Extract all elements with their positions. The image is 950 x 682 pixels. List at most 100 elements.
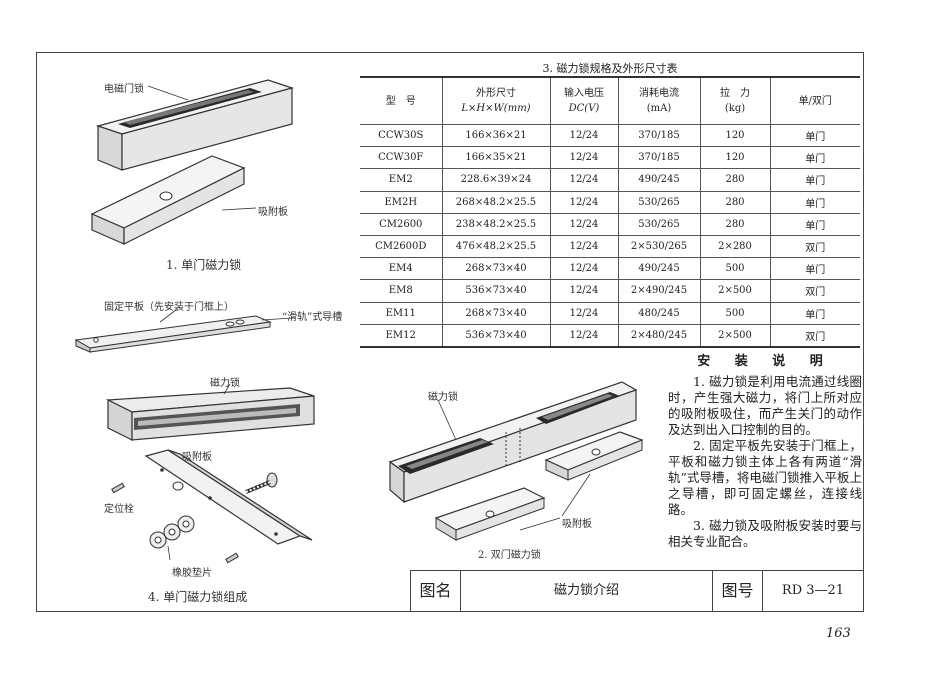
cell-door: 单门 bbox=[769, 301, 860, 325]
cell-current: 490/245 bbox=[617, 168, 701, 192]
figure2-caption: 2. 双门磁力锁 bbox=[478, 550, 541, 561]
header-force: 拉 力(kg) bbox=[699, 77, 771, 125]
cell-size: 268×73×40 bbox=[441, 301, 551, 325]
figure4-caption: 4. 单门磁力锁组成 bbox=[148, 590, 248, 604]
label-locating-pin: 定位栓 bbox=[104, 504, 134, 515]
cell-size: 268×48.2×25.5 bbox=[441, 190, 551, 214]
cell-voltage: 12/24 bbox=[549, 279, 619, 303]
note-3: 3. 磁力锁及吸附板安装时要与相关专业配合。 bbox=[668, 518, 862, 549]
cell-voltage: 12/24 bbox=[549, 168, 619, 192]
cell-force: 120 bbox=[699, 146, 771, 170]
cell-current: 530/265 bbox=[617, 212, 701, 236]
cell-current: 2×530/265 bbox=[617, 234, 701, 259]
cell-door: 单门 bbox=[769, 123, 860, 148]
header-model: 型 号 bbox=[360, 77, 443, 125]
cell-door: 单门 bbox=[769, 190, 860, 214]
cell-voltage: 12/24 bbox=[549, 123, 619, 148]
cell-model: EM4 bbox=[360, 257, 443, 281]
cell-current: 370/185 bbox=[617, 146, 701, 170]
cell-door: 单门 bbox=[769, 257, 860, 281]
cell-voltage: 12/24 bbox=[549, 234, 619, 259]
label-slide-rail: “滑轨”式导槽 bbox=[282, 312, 343, 323]
cell-force: 2×280 bbox=[699, 234, 771, 259]
spec-table-title: 3. 磁力锁规格及外形尺寸表 bbox=[542, 62, 678, 75]
cell-model: EM2H bbox=[360, 190, 443, 214]
figure1-caption: 1. 单门磁力锁 bbox=[166, 258, 242, 272]
cell-door: 单门 bbox=[769, 212, 860, 236]
label-double-magnetic-lock: 磁力锁 bbox=[428, 392, 458, 403]
cell-force: 2×500 bbox=[699, 323, 771, 348]
title-number-label: 图号 bbox=[713, 571, 763, 611]
header-current: 消耗电流(mA) bbox=[617, 77, 701, 125]
cell-model: CM2600 bbox=[360, 212, 443, 236]
cell-door: 双门 bbox=[769, 323, 860, 348]
cell-voltage: 12/24 bbox=[549, 257, 619, 281]
cell-model: CCW30S bbox=[360, 123, 443, 148]
cell-force: 280 bbox=[699, 190, 771, 214]
note-2: 2. 固定平板先安装于门框上，平板和磁力锁主体上各有两道“滑轨”式导槽，将电磁门… bbox=[668, 438, 862, 517]
cell-force: 280 bbox=[699, 168, 771, 192]
header-door: 单/双门 bbox=[769, 77, 860, 125]
label-fixed-plate: 固定平板（先安装于门框上） bbox=[104, 302, 234, 313]
title-name-value: 磁力锁介绍 bbox=[461, 571, 713, 611]
page-number: 163 bbox=[826, 626, 851, 641]
title-number-value: RD 3—21 bbox=[781, 583, 845, 598]
cell-current: 370/185 bbox=[617, 123, 701, 148]
cell-voltage: 12/24 bbox=[549, 190, 619, 214]
cell-size: 476×48.2×25.5 bbox=[441, 234, 551, 259]
cell-force: 120 bbox=[699, 123, 771, 148]
cell-current: 490/245 bbox=[617, 257, 701, 281]
cell-model: EM12 bbox=[360, 323, 443, 348]
cell-voltage: 12/24 bbox=[549, 146, 619, 170]
cell-size: 536×73×40 bbox=[441, 323, 551, 348]
cell-force: 500 bbox=[699, 257, 771, 281]
cell-model: EM2 bbox=[360, 168, 443, 192]
cell-force: 500 bbox=[699, 301, 771, 325]
cell-size: 536×73×40 bbox=[441, 279, 551, 303]
cell-door: 单门 bbox=[769, 168, 860, 192]
cell-size: 228.6×39×24 bbox=[441, 168, 551, 192]
drawing-frame bbox=[36, 52, 864, 612]
cell-door: 双门 bbox=[769, 234, 860, 259]
label-armature-plate: 吸附板 bbox=[258, 207, 288, 218]
cell-model: CM2600D bbox=[360, 234, 443, 259]
cell-current: 2×480/245 bbox=[617, 323, 701, 348]
cell-voltage: 12/24 bbox=[549, 212, 619, 236]
label-electromagnetic-lock: 电磁门锁 bbox=[104, 84, 144, 95]
cell-door: 双门 bbox=[769, 279, 860, 303]
cell-size: 166×35×21 bbox=[441, 146, 551, 170]
cell-size: 166×36×21 bbox=[441, 123, 551, 148]
install-notes-title: 安 装 说 明 bbox=[697, 354, 833, 369]
label-armature-plate-2: 吸附板 bbox=[182, 452, 212, 463]
title-block: 图名 磁力锁介绍 图号 RD 3—21 bbox=[410, 570, 864, 612]
label-rubber-washer: 橡胶垫片 bbox=[172, 568, 212, 579]
cell-model: EM8 bbox=[360, 279, 443, 303]
note-1: 1. 磁力锁是利用电流通过线圈时，产生强大磁力，将门上所对应的吸附板吸住，而产生… bbox=[668, 374, 862, 437]
cell-voltage: 12/24 bbox=[549, 323, 619, 348]
label-double-armature-plate: 吸附板 bbox=[562, 519, 592, 530]
cell-current: 2×490/245 bbox=[617, 279, 701, 303]
cell-size: 268×73×40 bbox=[441, 257, 551, 281]
cell-force: 280 bbox=[699, 212, 771, 236]
title-name-label: 图名 bbox=[411, 571, 461, 611]
cell-model: EM11 bbox=[360, 301, 443, 325]
cell-voltage: 12/24 bbox=[549, 301, 619, 325]
label-magnetic-lock: 磁力锁 bbox=[210, 378, 240, 389]
